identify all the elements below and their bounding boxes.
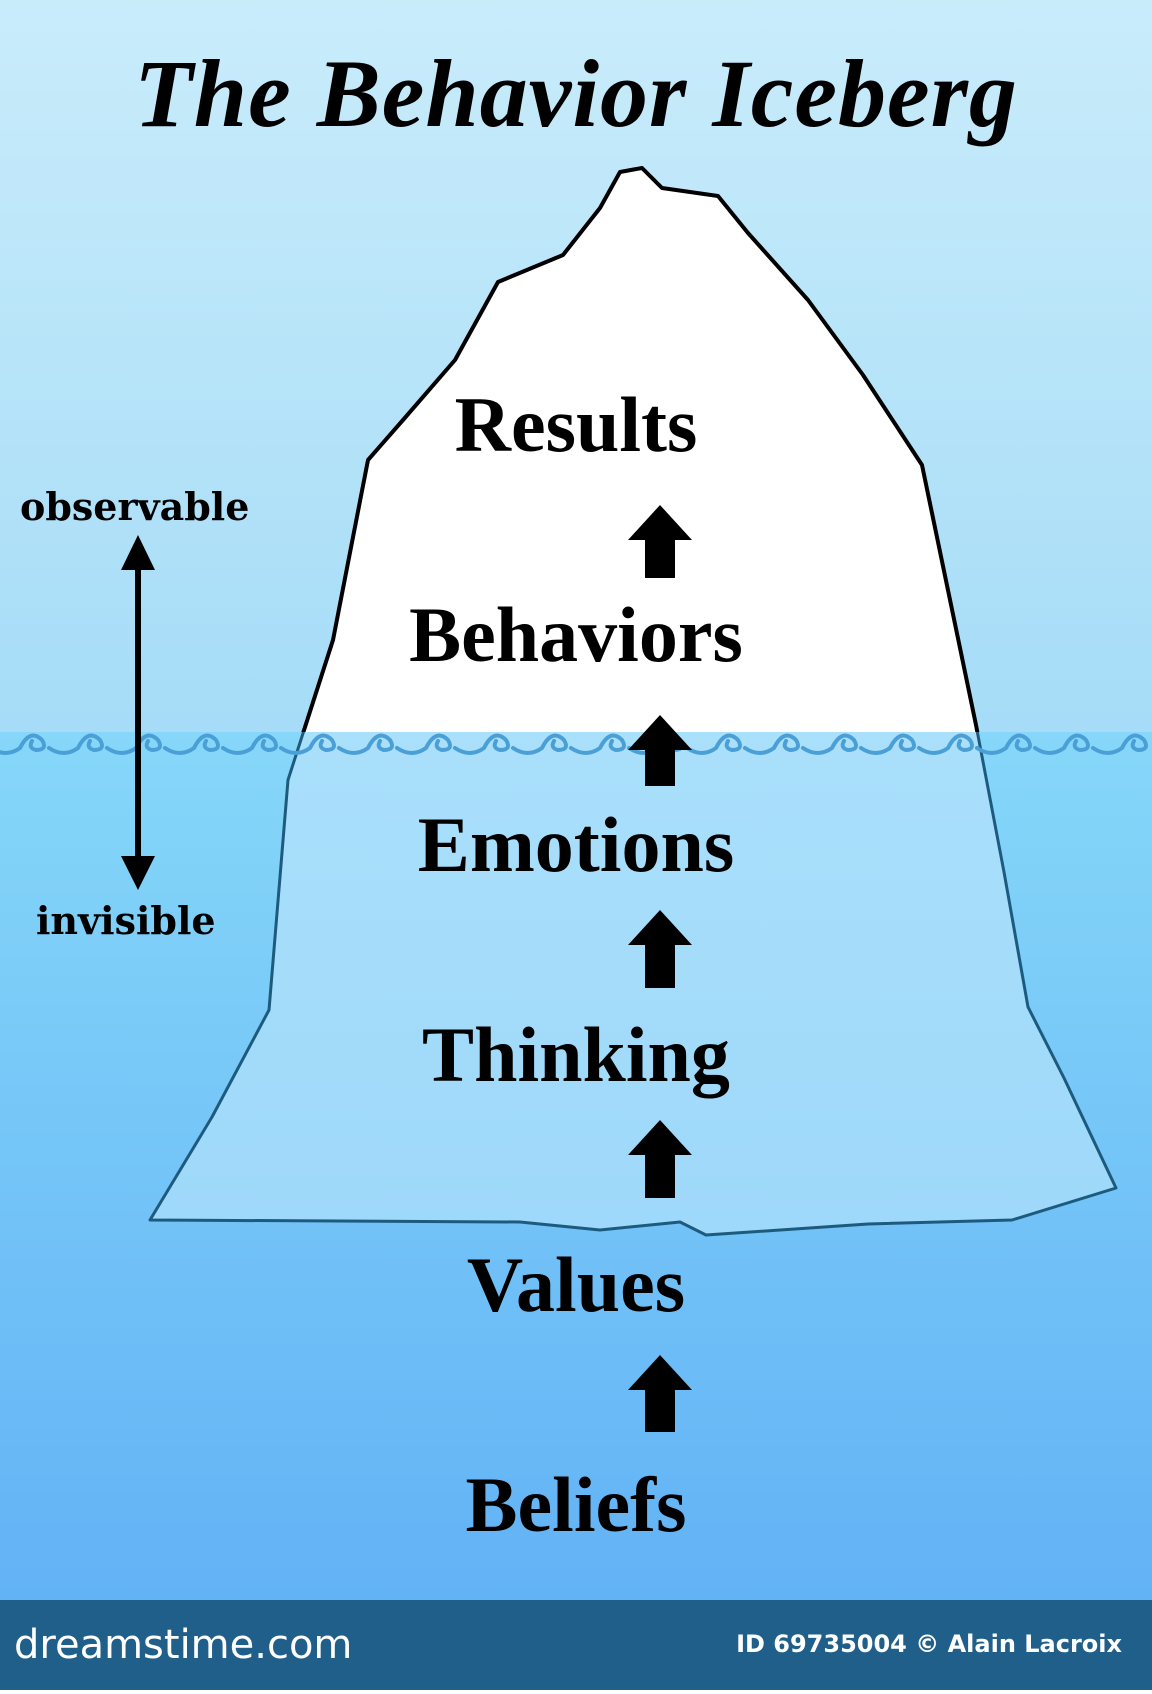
iceberg-above-water [301, 166, 980, 732]
wave-curl [163, 733, 220, 755]
layer-beliefs: Beliefs [465, 1461, 687, 1548]
wave-curl [279, 733, 336, 755]
up-arrow-emotions-to-behaviors [628, 715, 692, 786]
iceberg-below-water [148, 732, 1118, 1237]
wave-curl [453, 733, 510, 755]
footer-image-id: ID 69735004 © Alain Lacroix [736, 1630, 1122, 1658]
wave-curl [859, 733, 916, 755]
observable-invisible-arrow [121, 535, 155, 890]
wave-curl [0, 733, 46, 755]
wave-curl [743, 733, 800, 755]
wave-curl [395, 733, 452, 755]
wave-curl [105, 733, 162, 755]
layer-results: Results [454, 381, 698, 468]
diagram-title: The Behavior Iceberg [134, 40, 1018, 147]
up-arrow-behaviors-to-results [628, 505, 692, 578]
wave-curl [917, 733, 974, 755]
layer-values: Values [466, 1241, 686, 1328]
label-observable: observable [20, 484, 250, 529]
layer-behaviors: Behaviors [409, 591, 743, 678]
wave-curl [221, 733, 278, 755]
wave-curl [47, 733, 104, 755]
up-arrows [628, 505, 692, 1432]
up-arrow-values-to-thinking [628, 1120, 692, 1198]
layer-thinking: Thinking [422, 1011, 730, 1098]
wave-curl [337, 733, 394, 755]
wave-curl [1091, 733, 1148, 755]
wave-curl [975, 733, 1032, 755]
up-arrow-beliefs-to-values [628, 1355, 692, 1432]
wave-curl [511, 733, 568, 755]
wave-curl [1033, 733, 1090, 755]
footer-brand: dreamstime.com [14, 1622, 353, 1668]
up-arrow-thinking-to-emotions [628, 910, 692, 988]
footer-bar: dreamstime.com ID 69735004 © Alain Lacro… [0, 1600, 1152, 1690]
wave-curl [569, 733, 626, 755]
wave-curl [685, 733, 742, 755]
layer-emotions: Emotions [417, 801, 735, 888]
wave-curl [801, 733, 858, 755]
label-invisible: invisible [36, 898, 216, 943]
